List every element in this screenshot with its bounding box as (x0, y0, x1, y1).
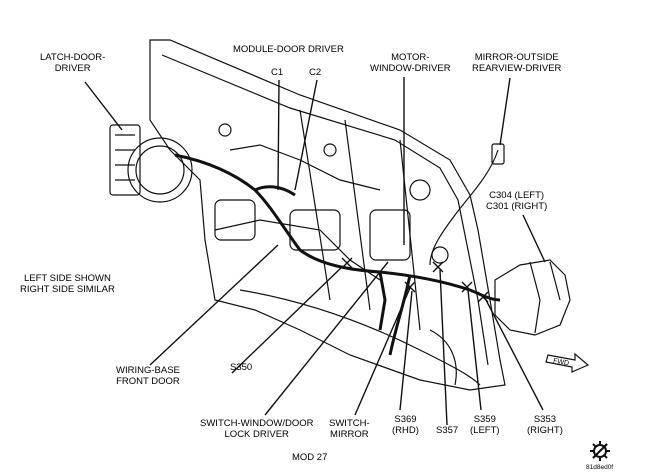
label-c2: C2 (309, 67, 322, 78)
label-wiring-base-front-door: WIRING-BASE FRONT DOOR (116, 365, 180, 387)
label-c1: C1 (271, 67, 284, 78)
label-mirror-outside-rearview-driver: MIRROR-OUTSIDE REARVIEW-DRIVER (472, 52, 562, 74)
label-mod-27: MOD 27 (292, 452, 328, 463)
label-s369-rhd: S369 (RHD) (392, 414, 419, 436)
label-s353-right: S353 (RIGHT) (527, 414, 563, 436)
label-latch-door-driver: LATCH-DOOR- DRIVER (40, 52, 106, 74)
mirror-connector (494, 259, 571, 336)
label-s359-left: S359 (LEFT) (470, 414, 500, 436)
label-left-side-shown: LEFT SIDE SHOWN RIGHT SIDE SIMILAR (20, 273, 115, 295)
label-c304-c301: C304 (LEFT) C301 (RIGHT) (486, 190, 548, 212)
door-panel-outline (149, 39, 506, 391)
label-motor-window-driver: MOTOR- WINDOW-DRIVER (370, 52, 451, 74)
label-s357: S357 (436, 425, 459, 436)
label-s350: S350 (230, 362, 253, 373)
label-switch-window-door-lock-driver: SWITCH-WINDOW/DOOR LOCK DRIVER (200, 418, 314, 440)
fwd-arrow (545, 352, 590, 373)
gear-icon (590, 441, 610, 461)
label-switch-mirror: SWITCH- MIRROR (329, 418, 370, 440)
label-module-door-driver: MODULE-DOOR DRIVER (233, 44, 344, 55)
label-figure-id: 81d8ed0f (586, 464, 614, 471)
